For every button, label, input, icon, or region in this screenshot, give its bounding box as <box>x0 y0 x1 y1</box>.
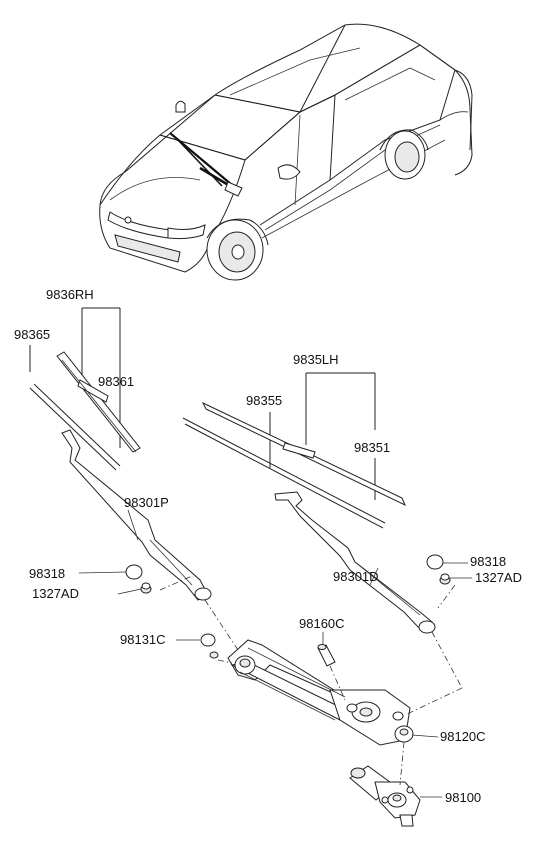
label-98361: 98361 <box>98 374 134 389</box>
label-98351: 98351 <box>354 440 390 455</box>
label-98355: 98355 <box>246 393 282 408</box>
label-98100: 98100 <box>445 790 481 805</box>
part-labels: 9836RH 98365 98361 9835LH 98355 98351 98… <box>14 287 522 805</box>
pivot-cap <box>200 633 219 659</box>
label-1327ad-right: 1327AD <box>475 570 522 585</box>
label-98120c: 98120C <box>440 729 486 744</box>
car-illustration <box>99 23 473 281</box>
lh-blade-group <box>182 372 406 529</box>
rh-blade-group <box>29 307 141 471</box>
label-9836rh: 9836RH <box>46 287 94 302</box>
label-1327ad-left: 1327AD <box>32 586 79 601</box>
label-98365: 98365 <box>14 327 50 342</box>
wiper-motor <box>349 765 421 827</box>
label-98131c: 98131C <box>120 632 166 647</box>
leader-lines <box>78 509 472 798</box>
cap-and-nut-left <box>125 564 152 594</box>
assembly-guide-lines <box>159 575 463 786</box>
wiper-arm-driver <box>274 491 436 634</box>
wiper-arm-passenger <box>61 429 212 601</box>
label-98301p: 98301P <box>124 495 169 510</box>
label-98318-left: 98318 <box>29 566 65 581</box>
label-98318-right: 98318 <box>470 554 506 569</box>
label-98160c: 98160C <box>299 616 345 631</box>
cap-and-nut-right <box>426 554 451 585</box>
wiper-linkage <box>227 639 414 746</box>
bushing <box>317 644 336 667</box>
label-9835lh: 9835LH <box>293 352 339 367</box>
label-98301d: 98301D <box>333 569 379 584</box>
